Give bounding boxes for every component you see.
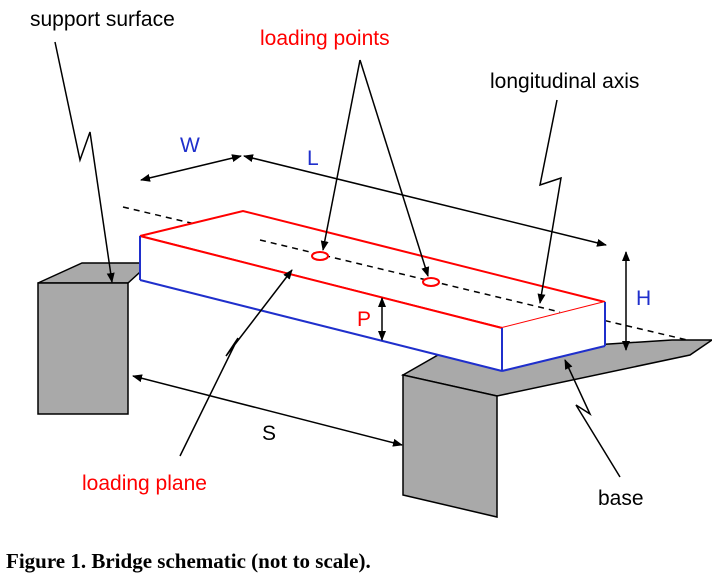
l-label: L: [307, 147, 319, 170]
loading-point-marker-1: [311, 251, 329, 261]
beam: [139, 209, 606, 372]
loading-plane-label: loading plane: [82, 472, 207, 495]
support-surface-label: support surface: [30, 8, 175, 31]
longitudinal-axis-label: longitudinal axis: [490, 70, 639, 93]
beam-top-front-edge: [139, 235, 503, 329]
right-support: [400, 339, 712, 518]
beam-bottom-end-edge: [501, 345, 606, 372]
left-support-front-face: [37, 282, 129, 415]
s-dimension-arrow: [132, 374, 403, 447]
figure-caption: Figure 1. Bridge schematic (not to scale…: [6, 549, 371, 573]
h-label: H: [636, 287, 651, 310]
longitudinal-axis-leader: [537, 99, 562, 304]
w-label: W: [180, 134, 200, 157]
loading-points-leader-1: [320, 59, 361, 251]
base-leader: [564, 359, 621, 478]
right-support-front-face: [402, 374, 498, 518]
beam-bottom-front-edge: [139, 279, 503, 372]
support-surface-leader: [54, 41, 115, 283]
left-support: [37, 262, 152, 415]
l-dimension-arrow: [243, 154, 607, 247]
axis-on-beam: [259, 239, 561, 313]
s-label: S: [262, 422, 276, 445]
loading-points-leader-2: [359, 59, 430, 277]
beam-front-face: [140, 236, 502, 371]
loading-points-label: loading points: [260, 27, 390, 50]
left-support-top-surface: [37, 262, 152, 284]
loading-plane-leader: [179, 269, 293, 457]
w-dimension-arrow: [140, 154, 242, 182]
beam-end-face: [502, 302, 605, 371]
base-label: base: [598, 487, 644, 510]
p-label: P: [357, 308, 371, 331]
loading-point-marker-2: [422, 277, 440, 287]
